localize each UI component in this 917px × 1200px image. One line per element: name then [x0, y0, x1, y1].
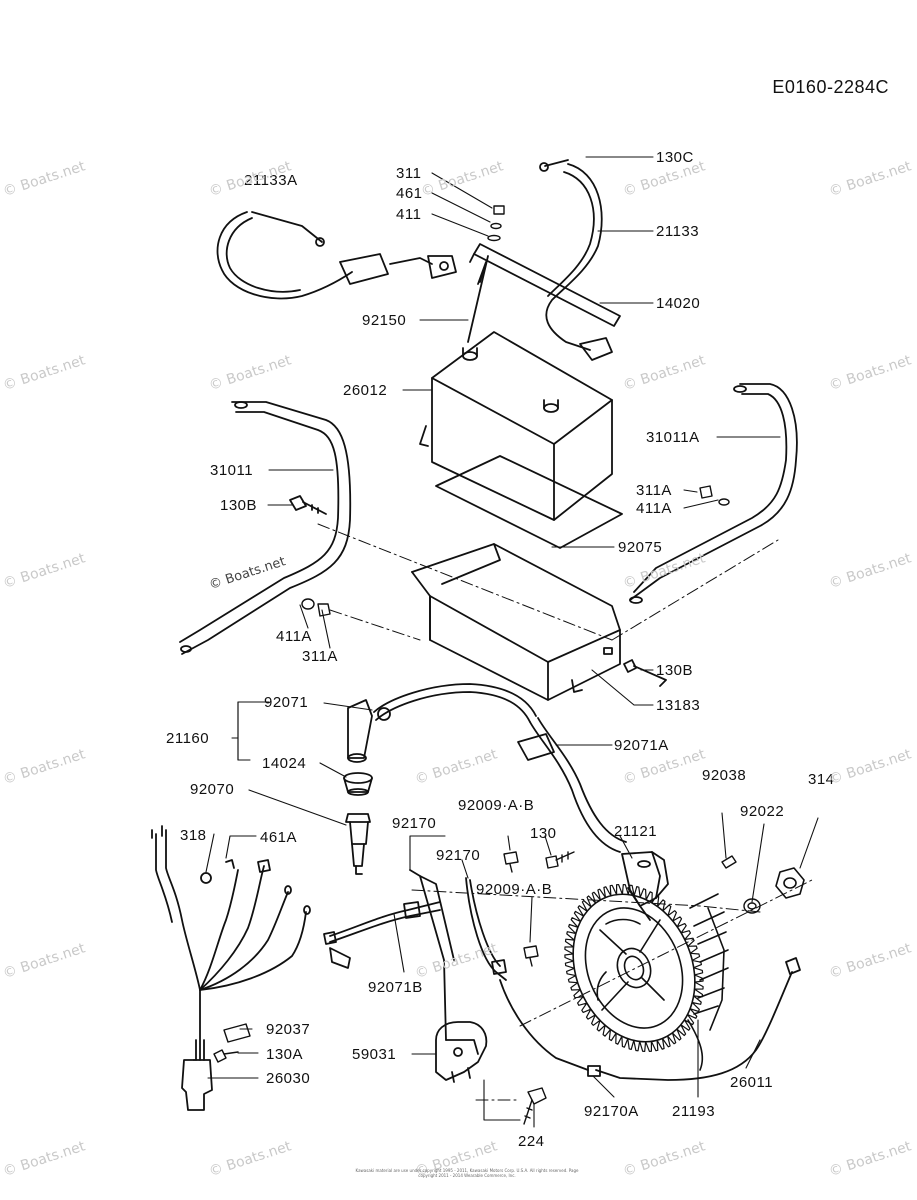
- wire-26011: [499, 957, 801, 1081]
- key-92038: [721, 855, 737, 869]
- label-21160: 21160: [166, 730, 210, 747]
- label-92009ab-a: 92009·A·B: [458, 797, 535, 814]
- bolt-130b-lower: [623, 659, 667, 687]
- bolt-130b-upper: [289, 495, 327, 515]
- label-411a-right: 411A: [636, 500, 672, 517]
- screw-224: [523, 1087, 547, 1125]
- label-130: 130: [530, 825, 557, 842]
- cable-21133a: [216, 211, 457, 300]
- label-92070: 92070: [190, 781, 235, 798]
- spark-plug-92070: [345, 813, 371, 875]
- bolt-92009-b: [523, 945, 539, 967]
- copyright-notice: Kawasaki material are use under copyrigh…: [355, 1168, 579, 1178]
- label-130b-lower: 130B: [656, 662, 694, 679]
- label-130b-upper: 130B: [220, 497, 258, 514]
- pad-92075: [435, 455, 623, 549]
- harness-26030: [151, 825, 311, 1111]
- nut-washer-right: [699, 485, 730, 506]
- label-311: 311: [396, 165, 422, 182]
- rod-92150: [467, 255, 489, 343]
- cable-21133: [539, 159, 613, 361]
- label-14020: 14020: [656, 295, 701, 312]
- gear-teeth-ring: [564, 884, 704, 1052]
- label-31011a: 31011A: [646, 429, 700, 446]
- label-130c: 130C: [656, 149, 694, 166]
- diagram-id: E0160-2284C: [772, 77, 889, 97]
- label-92009ab-b: 92009·A·B: [476, 881, 553, 898]
- label-92170-b: 92170: [436, 847, 481, 864]
- label-92071b: 92071B: [368, 979, 423, 996]
- frame-31011a: [629, 383, 798, 604]
- bolt-130: [545, 851, 575, 869]
- label-92170-a: 92170: [392, 815, 437, 832]
- label-314: 314: [808, 771, 835, 788]
- label-92071a: 92071A: [614, 737, 669, 754]
- label-92071: 92071: [264, 694, 309, 711]
- plug-cap-92071: [347, 699, 391, 763]
- label-26030: 26030: [266, 1070, 311, 1087]
- label-92038: 92038: [702, 767, 747, 784]
- coil-59031: [409, 869, 488, 1083]
- stator-21121: [621, 851, 669, 921]
- label-13183: 13183: [656, 697, 701, 714]
- bracket-14020: [469, 243, 621, 327]
- label-21133a: 21133A: [244, 172, 298, 189]
- clamp-92037: [213, 1023, 251, 1063]
- label-318: 318: [180, 827, 207, 844]
- label-224: 224: [518, 1133, 545, 1150]
- label-130a: 130A: [266, 1046, 304, 1063]
- flywheel-teeth: [564, 884, 704, 1052]
- cable-21160: [373, 683, 627, 853]
- washer-92022: [743, 898, 761, 914]
- bolt-92009-a: [503, 851, 519, 873]
- label-21121: 21121: [614, 823, 658, 840]
- label-92037: 92037: [266, 1021, 311, 1038]
- label-26012: 26012: [343, 382, 388, 399]
- label-411a-left: 411A: [276, 628, 312, 645]
- label-311a-right: 311A: [636, 482, 672, 499]
- alignment-lines: [317, 523, 813, 1101]
- grommet-14024: [343, 772, 373, 796]
- tray-13183: [411, 543, 621, 701]
- label-21133: 21133: [656, 223, 700, 240]
- label-461a: 461A: [260, 829, 298, 846]
- wire-92170: [465, 877, 507, 981]
- label-92150: 92150: [362, 312, 407, 329]
- label-92075: 92075: [618, 539, 663, 556]
- label-26011: 26011: [730, 1074, 774, 1091]
- label-21193: 21193: [672, 1103, 716, 1120]
- label-411: 411: [396, 206, 422, 223]
- label-31011: 31011: [210, 462, 254, 479]
- label-92022: 92022: [740, 803, 785, 820]
- label-59031: 59031: [352, 1046, 397, 1063]
- label-92170a: 92170A: [584, 1103, 639, 1120]
- label-14024: 14024: [262, 755, 307, 772]
- lead-92071b: [323, 901, 441, 969]
- boot-92071a: [517, 733, 555, 761]
- leader-lines: [205, 156, 819, 1128]
- nut-washer-left: [301, 598, 331, 617]
- nut-314: [775, 867, 805, 899]
- label-311a-left: 311A: [302, 648, 338, 665]
- label-461: 461: [396, 185, 423, 202]
- bolt-stack-311: [487, 205, 505, 242]
- frame-31011: [179, 401, 352, 655]
